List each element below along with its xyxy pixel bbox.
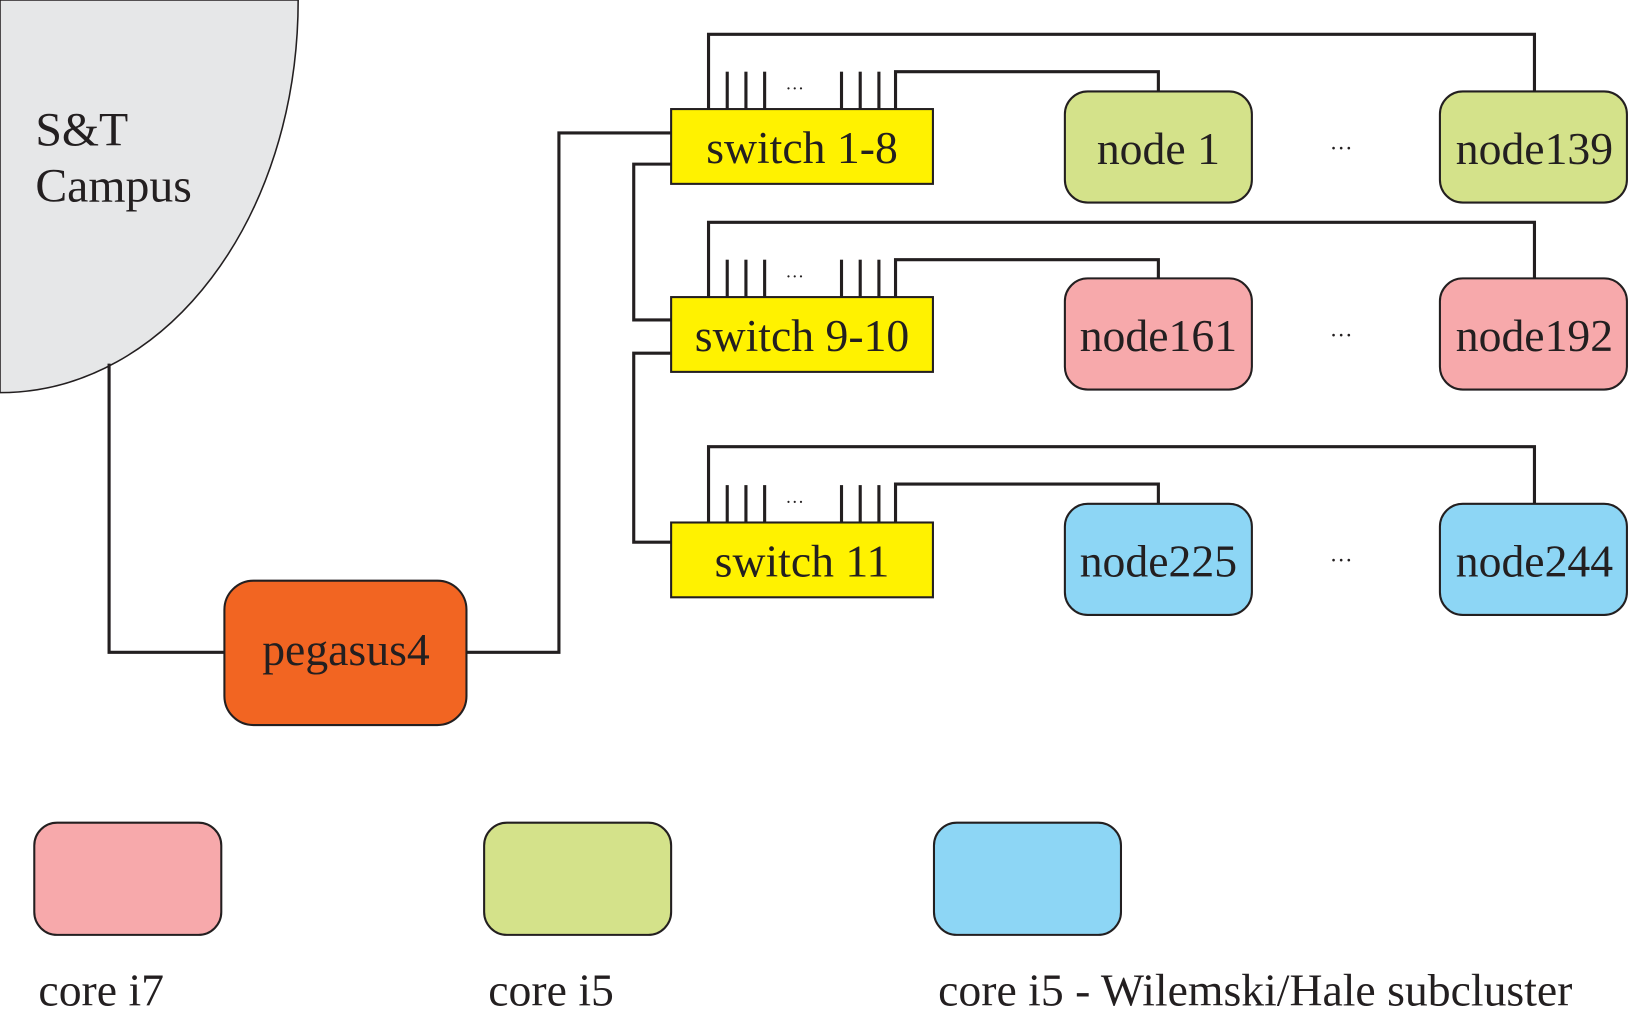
switch-group-1: ··· switch 1-8 node 1 ··· node139 [670,32,1628,204]
nodes-ellipsis: ··· [1330,136,1353,161]
switch-group-2: ··· switch 9-10 node161 ··· node192 [670,220,1628,391]
wire-to-first-node [893,258,1160,298]
legend-label: core i7 [38,965,164,1016]
wire-switch2-to-switch3 [632,351,672,544]
wire-to-first-node [893,482,1160,523]
legend-label: core i5 [488,965,614,1016]
switch-group-3: ··· switch 11 node225 ··· node244 [670,445,1628,616]
switch-label: switch 1-8 [706,122,898,173]
wire-to-last-node [706,220,1537,298]
first-node-label: node 1 [1097,123,1220,174]
wire-campus-to-head [107,363,225,654]
ports-ellipsis: ··· [785,492,804,513]
campus-shape [0,0,299,394]
wire-switch1-to-switch2 [632,162,672,322]
legend-item-1: core i7 [33,821,223,1016]
first-node-box[interactable] [1063,502,1253,616]
first-node-label: node161 [1080,310,1237,361]
legend-item-2: core i5 [483,821,673,1016]
legend-swatch [483,821,673,936]
switch-box[interactable] [670,296,934,373]
head-node-label: pegasus4 [262,624,430,675]
wire-to-last-node [706,445,1537,523]
last-node-label: node192 [1456,310,1613,361]
first-node-box[interactable] [1063,90,1253,204]
last-node-label: node139 [1456,123,1613,174]
wire-to-first-node [893,70,1160,110]
head-node-box[interactable] [223,579,468,727]
switch-label: switch 11 [715,536,890,587]
legend-swatch [33,821,223,936]
wire-head-to-switch1 [466,131,672,654]
nodes-ellipsis: ··· [1330,548,1353,573]
first-node-label: node225 [1080,536,1237,587]
legend-label: core i5 - Wilemski/Hale subcluster [938,965,1572,1016]
legend-item-3: core i5 - Wilemski/Hale subcluster [932,821,1572,1016]
campus-label-line2: Campus [35,160,192,213]
last-node-box[interactable] [1438,502,1628,616]
switch-box[interactable] [670,108,934,185]
last-node-label: node244 [1456,536,1614,587]
switch-label: switch 9-10 [695,310,909,361]
last-node-box[interactable] [1438,277,1628,391]
nodes-ellipsis: ··· [1330,323,1353,348]
switch-box[interactable] [670,521,934,599]
ports-ellipsis: ··· [785,267,804,288]
wire-to-last-node [706,32,1537,110]
legend-swatch [932,821,1123,936]
campus-label-line1: S&T [35,103,128,156]
last-node-box[interactable] [1438,90,1628,204]
first-node-box[interactable] [1063,277,1253,391]
ports-ellipsis: ··· [785,79,804,100]
